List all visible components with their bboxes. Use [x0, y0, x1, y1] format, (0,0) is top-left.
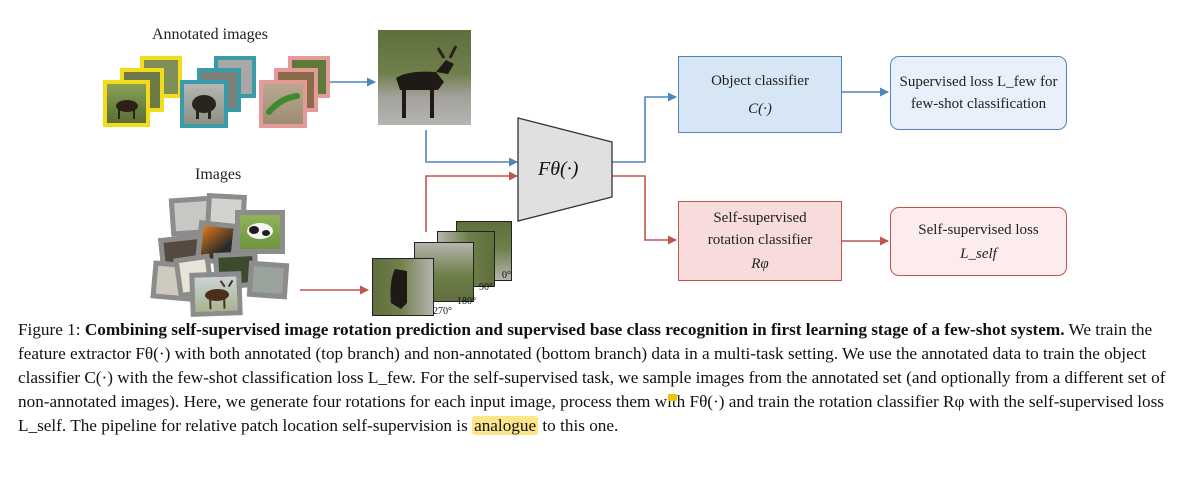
images-label: Images — [195, 166, 242, 183]
feature-extractor-label: Fθ(·) — [538, 158, 579, 180]
arrow-extractor-to-rotation-classifier — [612, 175, 677, 245]
arrow-moose-to-extractor — [425, 130, 518, 167]
arrow-extractor-to-object-classifier — [612, 92, 677, 163]
annotated-images-label: Annotated images — [152, 26, 268, 43]
arrow-rotations-to-extractor — [425, 171, 518, 232]
feature-extractor-shape — [517, 117, 613, 222]
moose-photo — [378, 30, 471, 125]
annotated-photo-lizard — [259, 80, 307, 128]
rotation-label-180: 180° — [457, 296, 476, 307]
rotation-classifier-line2: rotation classifier — [707, 232, 813, 248]
supervised-loss-line2: few-shot classification — [910, 96, 1047, 112]
object-classifier-title: Object classifier — [711, 72, 809, 89]
unannotated-photo-moose — [189, 271, 243, 317]
rotation-label-90: 90° — [479, 282, 493, 293]
self-loss-line1: Self-supervised loss — [918, 221, 1039, 238]
object-classifier-box: Object classifier C(·) — [678, 56, 842, 133]
caption-body-1: We train the feature extractor Fθ(·) wit… — [18, 320, 1166, 411]
self-supervised-loss-box: Self-supervised loss L_self — [890, 207, 1067, 276]
annotated-photo-bison — [180, 80, 228, 128]
highlighted-word[interactable]: analogue — [472, 416, 539, 435]
rotation-classifier-box: Self-supervised rotation classifier Rφ — [678, 201, 842, 281]
caption-body-2: th Fθ(·) and train the rotation classifi… — [18, 392, 1164, 435]
connector-arrows — [300, 77, 889, 295]
comment-note-icon[interactable] — [667, 394, 677, 401]
rotation-classifier-line1: Self-supervised — [713, 210, 807, 226]
object-classifier-symbol: C(·) — [748, 100, 772, 117]
figure: Annotated images Images — [103, 26, 1067, 317]
unannotated-photo-cow — [235, 210, 285, 254]
rotation-classifier-symbol: Rφ — [751, 256, 769, 272]
rotation-label-270: 270° — [433, 306, 452, 317]
supervised-loss-line1: Supervised loss L_few for — [899, 74, 1058, 90]
caption-prefix: Figure 1: — [18, 320, 85, 339]
self-loss-symbol: L_self — [960, 245, 997, 262]
figure-caption: Figure 1: Combining self-supervised imag… — [18, 318, 1168, 438]
annotated-photo-moose — [103, 80, 150, 127]
caption-bold-title: Combining self-supervised image rotation… — [84, 320, 1065, 339]
caption-body-3: to this one. — [538, 416, 619, 435]
unannotated-photo — [246, 260, 290, 300]
rotation-270 — [372, 258, 434, 316]
supervised-loss-box: Supervised loss L_few for few-shot class… — [890, 56, 1067, 130]
rotation-label-0: 0° — [502, 270, 511, 281]
